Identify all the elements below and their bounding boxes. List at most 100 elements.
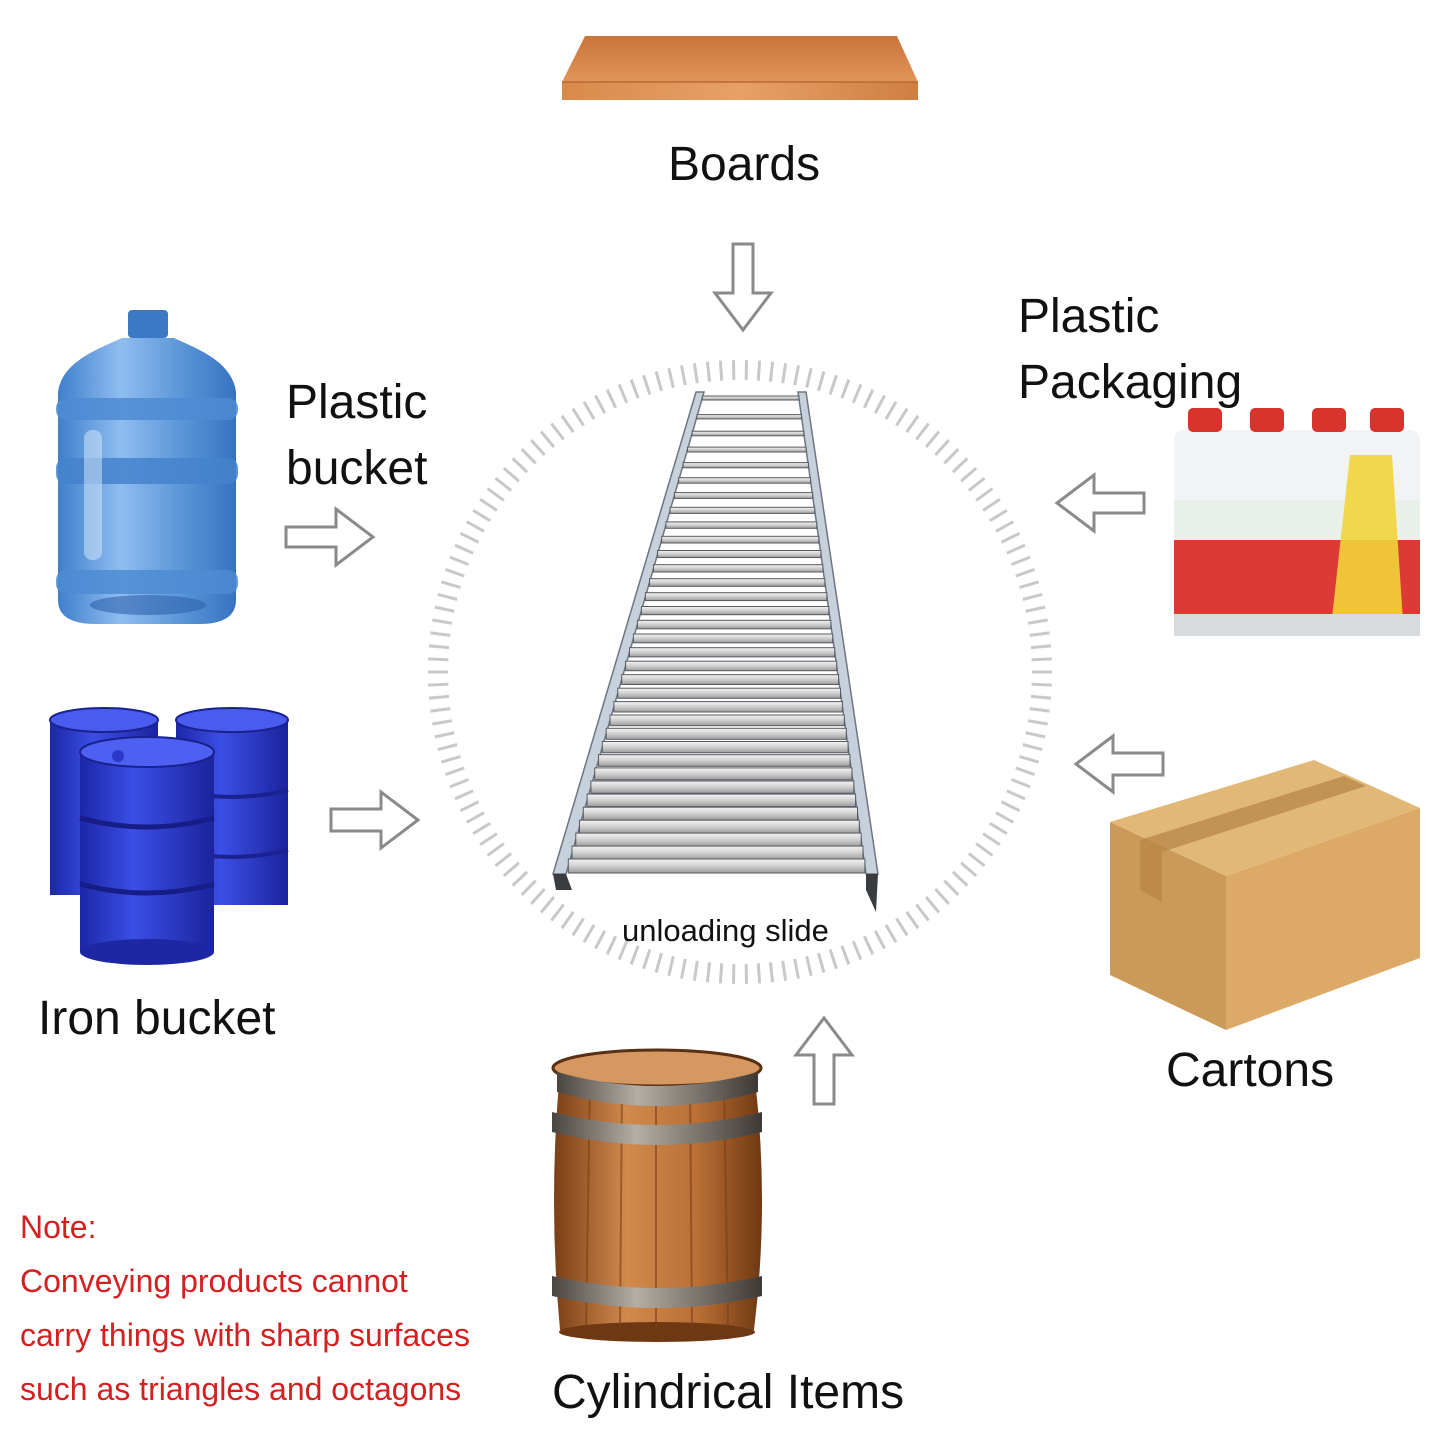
barrel-image: [551, 1048, 763, 1342]
dial-tick: [943, 448, 960, 465]
conveyor-roller: [629, 647, 836, 658]
conveyor-roller: [613, 701, 843, 713]
dial-tick: [769, 962, 775, 983]
dial-tick: [454, 789, 474, 801]
dial-tick: [873, 394, 886, 414]
dial-tick: [430, 631, 451, 637]
dial-tick: [692, 363, 699, 384]
dial-tick: [718, 360, 724, 381]
dial-tick: [756, 963, 762, 984]
dial-tick: [550, 903, 565, 922]
dial-tick: [951, 457, 969, 474]
dial-tick: [951, 870, 969, 887]
conveyor-roller: [653, 564, 824, 573]
dial-tick: [1010, 778, 1031, 789]
dial-tick: [924, 896, 941, 914]
dial-tick: [1031, 657, 1052, 662]
conveyor-roller: [669, 506, 816, 514]
dial-tick: [444, 766, 465, 777]
dial-tick: [582, 924, 596, 943]
dial-tick: [1027, 719, 1048, 726]
dial-tick: [781, 960, 788, 981]
conveyor-roller: [590, 780, 855, 794]
dial-tick: [654, 952, 663, 973]
dial-tick: [617, 383, 629, 404]
dial-tick: [840, 379, 851, 399]
dial-tick: [943, 879, 960, 896]
dial-tick: [905, 910, 920, 930]
dial-tick: [1015, 567, 1036, 578]
dial-tick: [594, 930, 607, 950]
arrow-left-icon: [1073, 732, 1165, 796]
dial-tick: [486, 842, 505, 857]
label-line: Plastic: [1018, 290, 1160, 343]
conveyor-roller: [649, 578, 826, 587]
dial-tick: [718, 963, 724, 984]
dial-tick: [479, 498, 498, 512]
label-boards: Boards: [668, 138, 821, 191]
note-block: Note: Conveying products cannot carry th…: [20, 1200, 470, 1416]
conveyor-roller: [632, 633, 834, 644]
conveyor-roller: [621, 674, 840, 686]
dial-tick: [840, 945, 851, 965]
arrow-right-icon: [284, 505, 376, 569]
dial-tick: [667, 955, 675, 977]
dial-tick: [465, 520, 485, 533]
dial-tick: [444, 567, 465, 578]
dial-tick: [1025, 605, 1046, 613]
conveyor-roller: [682, 462, 809, 469]
tick-ring: [428, 360, 1052, 984]
dial-tick: [934, 887, 950, 905]
dial-tick: [793, 958, 800, 979]
dial-tick: [629, 945, 640, 965]
dial-tick: [605, 389, 618, 409]
dial-tick: [1019, 754, 1040, 764]
dial-tick: [629, 379, 640, 399]
dial-tick: [982, 498, 1001, 512]
dial-tick: [989, 822, 1008, 835]
dial-tick: [511, 870, 529, 887]
arrow-up-icon: [792, 1015, 856, 1106]
dial-tick: [571, 407, 585, 427]
dial-tick: [454, 543, 474, 555]
dial-tick: [1030, 644, 1052, 650]
conveyor-roller: [579, 819, 860, 834]
dial-tick: [1027, 618, 1048, 625]
label-iron-bucket: Iron bucket: [38, 992, 276, 1045]
dial-tick: [459, 800, 480, 813]
note-line: Conveying products cannot: [20, 1263, 408, 1299]
dial-tick: [975, 487, 994, 502]
dial-tick: [960, 466, 978, 483]
dial-tick: [502, 466, 520, 483]
dial-tick: [1030, 694, 1052, 700]
arrow-right-icon: [329, 788, 421, 852]
dial-tick: [995, 520, 1015, 533]
dial-tick: [884, 924, 898, 943]
conveyor-roller: [567, 858, 866, 874]
dial-tick: [781, 363, 788, 384]
dial-tick: [642, 374, 652, 395]
dial-tick: [1029, 631, 1050, 637]
roller-conveyor-image: [551, 391, 879, 912]
carton-image: [1110, 760, 1420, 1030]
conveyor-roller: [657, 550, 822, 558]
label-cartons: Cartons: [1166, 1044, 1335, 1097]
dial-tick: [511, 457, 529, 474]
dial-tick: [440, 754, 461, 764]
note-line: such as triangles and octagons: [20, 1371, 462, 1407]
dial-tick: [449, 555, 470, 566]
dial-tick: [571, 917, 585, 937]
dial-tick: [428, 682, 449, 687]
dial-tick: [967, 852, 986, 867]
iron-bucket-image: [49, 707, 289, 965]
dial-tick: [934, 439, 950, 457]
dial-tick: [654, 371, 663, 392]
dial-tick: [428, 644, 450, 650]
conveyor-roller: [673, 492, 814, 499]
dial-tick: [756, 360, 762, 381]
dial-tick: [430, 707, 451, 713]
dial-tick: [884, 401, 898, 420]
conveyor-roller: [598, 754, 851, 767]
label-line: bucket: [286, 442, 428, 495]
